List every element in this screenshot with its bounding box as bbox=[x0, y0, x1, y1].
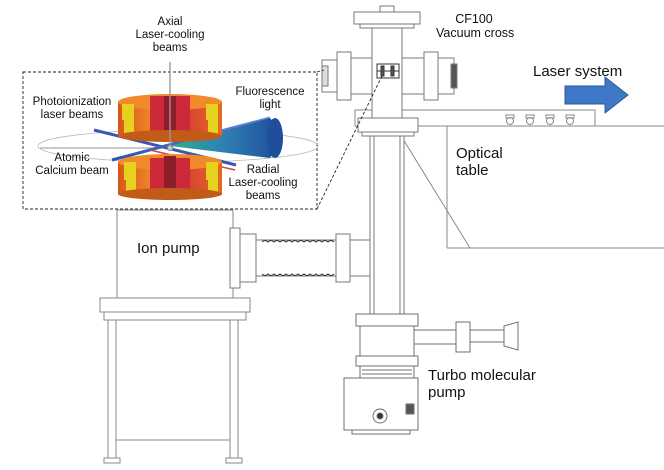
ion-pump bbox=[116, 209, 234, 299]
vertical-tube bbox=[369, 135, 405, 315]
bellows bbox=[229, 227, 371, 289]
label-ion-pump: Ion pump bbox=[137, 240, 200, 257]
vacuum-cross bbox=[321, 5, 458, 137]
turbo-pump-assembly bbox=[343, 313, 519, 435]
laser-arrow-icon bbox=[564, 75, 629, 115]
support-frame bbox=[99, 297, 251, 464]
trap-icon bbox=[376, 63, 400, 79]
table-posts-icon bbox=[505, 114, 575, 125]
fluorescence-cone-icon bbox=[170, 118, 278, 158]
lower-electrode-icon bbox=[118, 154, 222, 200]
ion-icon bbox=[166, 144, 174, 152]
trap-illustration bbox=[37, 62, 319, 200]
label-laser-system: Laser system bbox=[533, 63, 623, 80]
